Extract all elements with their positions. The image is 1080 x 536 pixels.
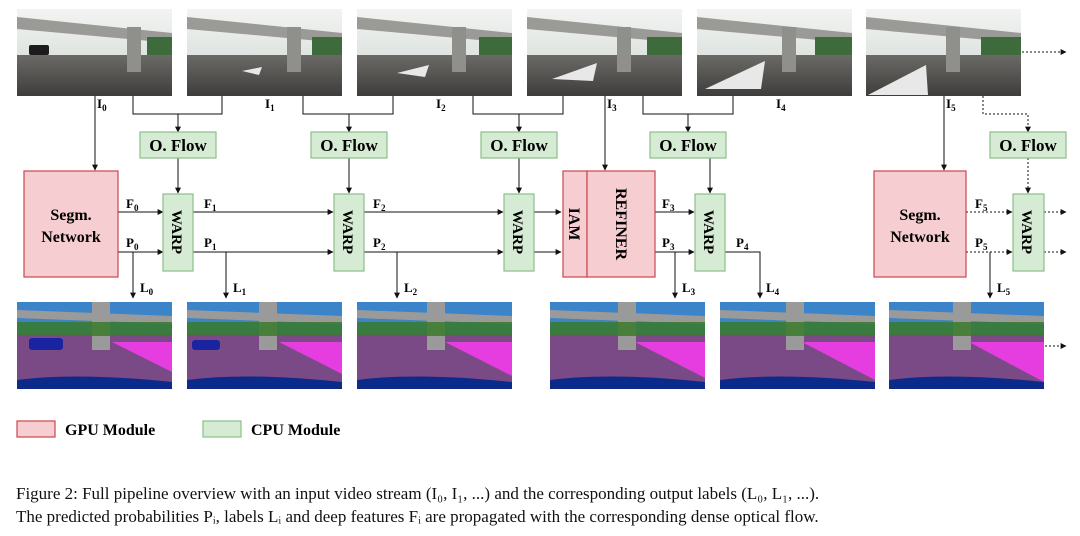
- input-frames: [17, 9, 1021, 96]
- svg-text:O. Flow: O. Flow: [149, 136, 207, 155]
- svg-text:O. Flow: O. Flow: [490, 136, 548, 155]
- probability-label: P4: [736, 235, 749, 252]
- input-frame: [17, 9, 172, 96]
- feature-probability-labels: F0 P0 F1 P1 F2 P2 F3 P3 P4 F5 P5: [126, 196, 988, 252]
- output-label-map: [357, 302, 512, 389]
- probability-label: P1: [204, 235, 217, 252]
- svg-text:WARP: WARP: [700, 210, 716, 254]
- input-label: I2: [436, 96, 446, 113]
- svg-text:Segm.: Segm.: [50, 207, 91, 224]
- legend-cpu-label: CPU Module: [251, 422, 340, 439]
- svg-text:WARP: WARP: [1018, 210, 1034, 254]
- svg-text:WARP: WARP: [509, 210, 525, 254]
- probability-label: P0: [126, 235, 139, 252]
- input-frame: [357, 9, 512, 96]
- caption-line: The predicted probabilities Pᵢ, labels L…: [16, 507, 819, 526]
- output-label-maps: [17, 302, 1044, 389]
- svg-text:O. Flow: O. Flow: [659, 136, 717, 155]
- svg-text:Segm.: Segm.: [899, 207, 940, 224]
- output-label: L1: [233, 280, 247, 297]
- input-label: I5: [946, 96, 956, 113]
- feature-label: F2: [373, 196, 386, 213]
- warp-box: WARP: [503, 193, 535, 272]
- continuation-dotted-lines: [982, 49, 1067, 349]
- optical-flow-box: O. Flow: [139, 131, 217, 159]
- input-frame: [866, 9, 1021, 96]
- output-label-map: [17, 302, 172, 389]
- warp-boxes: WARP WARP WARP WARP WARP: [162, 193, 1045, 272]
- segmentation-network-box: Segm. Network: [873, 170, 967, 278]
- probability-label: P2: [373, 235, 386, 252]
- svg-text:IAM: IAM: [565, 208, 582, 241]
- legend: GPU Module CPU Module: [16, 420, 340, 439]
- input-frame: [697, 9, 852, 96]
- svg-text:O. Flow: O. Flow: [999, 136, 1057, 155]
- output-labels: L0 L1 L2 L3 L4 L5: [140, 280, 1011, 297]
- warp-box: WARP: [162, 193, 194, 272]
- optical-flow-boxes: O. Flow O. Flow O. Flow O. Flow O. Flow: [139, 131, 1067, 159]
- optical-flow-box: O. Flow: [989, 131, 1067, 159]
- caption-line: Figure 2: Full pipeline overview with an…: [16, 484, 820, 503]
- figure-caption: Figure 2: Full pipeline overview with an…: [16, 482, 1076, 528]
- svg-text:Network: Network: [41, 229, 101, 246]
- pipeline-diagram: O. Flow O. Flow O. Flow O. Flow O. Flow …: [16, 9, 1067, 439]
- iam-box: IAM: [562, 170, 588, 278]
- input-label: I1: [265, 96, 275, 113]
- output-label-map: [720, 302, 875, 389]
- output-label: L0: [140, 280, 154, 297]
- probability-label: P5: [975, 235, 988, 252]
- feature-label: F0: [126, 196, 139, 213]
- output-label-map: [889, 302, 1044, 389]
- output-label: L2: [404, 280, 418, 297]
- feature-label: F1: [204, 196, 217, 213]
- feature-label: F3: [662, 196, 675, 213]
- optical-flow-box: O. Flow: [480, 131, 558, 159]
- svg-text:Network: Network: [890, 229, 950, 246]
- feature-label: F5: [975, 196, 988, 213]
- optical-flow-box: O. Flow: [310, 131, 388, 159]
- legend-gpu-label: GPU Module: [65, 422, 155, 439]
- input-label: I4: [776, 96, 786, 113]
- probability-label: P3: [662, 235, 675, 252]
- svg-text:WARP: WARP: [168, 210, 184, 254]
- output-label: L3: [682, 280, 696, 297]
- input-frame: [527, 9, 682, 96]
- output-label: L5: [997, 280, 1011, 297]
- connectors: [92, 96, 1013, 299]
- warp-box: WARP: [333, 193, 365, 272]
- input-label: I3: [607, 96, 617, 113]
- svg-text:WARP: WARP: [339, 210, 355, 254]
- svg-text:REFINER: REFINER: [612, 188, 629, 260]
- warp-box: WARP: [694, 193, 726, 272]
- segmentation-network-box: Segm. Network: [23, 170, 119, 278]
- legend-cpu-swatch: [202, 420, 242, 438]
- input-labels: I0 I1 I2 I3 I4 I5: [97, 96, 956, 113]
- refiner-box: REFINER: [586, 170, 656, 278]
- output-label-map: [187, 302, 342, 389]
- legend-gpu-swatch: [16, 420, 56, 438]
- input-frame: [187, 9, 342, 96]
- svg-text:O. Flow: O. Flow: [320, 136, 378, 155]
- output-label: L4: [766, 280, 780, 297]
- optical-flow-box: O. Flow: [649, 131, 727, 159]
- warp-box: WARP: [1012, 193, 1045, 272]
- output-label-map: [550, 302, 705, 389]
- input-label: I0: [97, 96, 107, 113]
